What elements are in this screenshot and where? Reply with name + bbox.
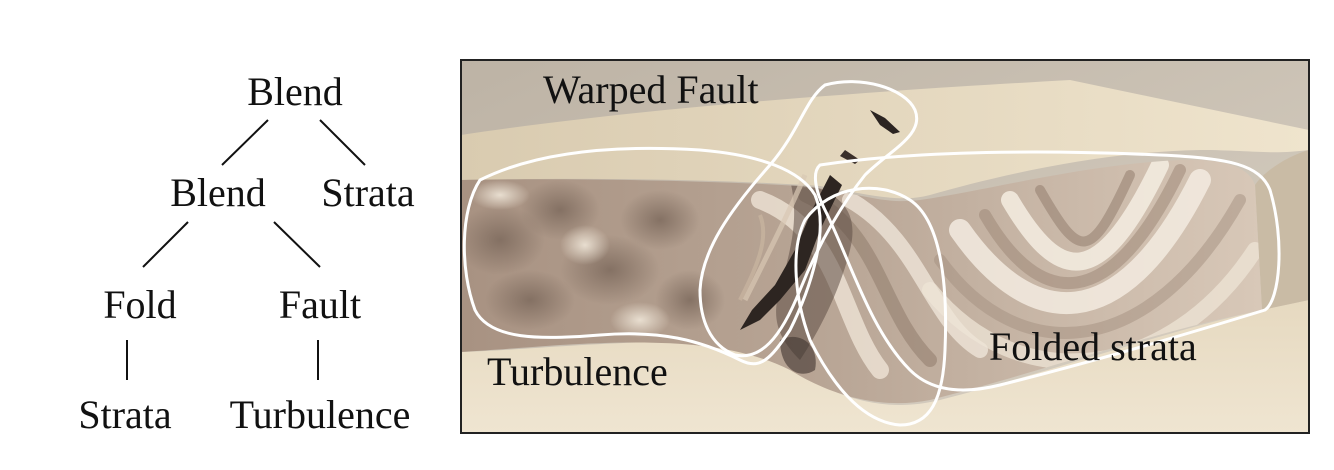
edge-blend-fold bbox=[142, 221, 189, 268]
tree-node-strata-leaf: Strata bbox=[78, 392, 172, 437]
edge-root-right bbox=[319, 119, 366, 166]
label-folded-strata: Folded strata bbox=[989, 324, 1197, 369]
render-fault-crack bbox=[738, 110, 900, 330]
tree-node-blend: Blend bbox=[170, 170, 266, 215]
render-frame bbox=[460, 59, 1310, 434]
render-top-surface bbox=[461, 80, 1309, 199]
outline-fold-lower bbox=[794, 186, 948, 427]
outline-folded-strata bbox=[813, 150, 1281, 392]
edge-blend-fault bbox=[273, 221, 321, 268]
tree-node-root: Blend bbox=[247, 69, 343, 114]
tree-node-fault: Fault bbox=[279, 282, 361, 327]
tree-node-fold: Fold bbox=[103, 282, 176, 327]
expression-tree: Blend Blend Strata Fold Fault Strata Tur… bbox=[78, 69, 415, 437]
tree-node-turbulence: Turbulence bbox=[230, 392, 411, 437]
outline-warped-fault bbox=[698, 80, 919, 358]
render-rock-texture bbox=[461, 159, 1262, 379]
outline-turbulence bbox=[462, 146, 822, 366]
tree-node-strata-top: Strata bbox=[321, 170, 415, 215]
terrain-render: Warped Fault Turbulence Folded strata bbox=[461, 60, 1309, 433]
label-turbulence: Turbulence bbox=[487, 349, 668, 394]
edge-root-left bbox=[221, 119, 269, 166]
render-floor bbox=[461, 300, 1309, 433]
tree-edges bbox=[126, 119, 366, 380]
render-region-outlines bbox=[462, 80, 1281, 427]
label-warped-fault: Warped Fault bbox=[543, 67, 759, 112]
